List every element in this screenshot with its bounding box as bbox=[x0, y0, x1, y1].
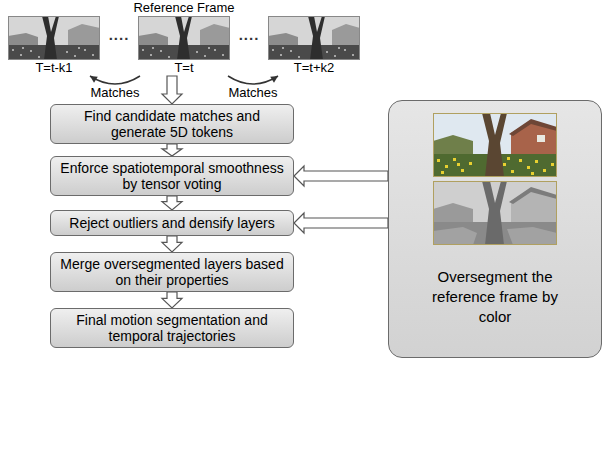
flow-arrow bbox=[162, 76, 182, 104]
frame-border bbox=[9, 17, 100, 60]
edge-label: Matches bbox=[89, 86, 140, 100]
reference-frame: Reference Frame T=t bbox=[120, 0, 248, 76]
hollow-arrow bbox=[162, 236, 182, 252]
frame-border bbox=[139, 17, 230, 60]
frame-heading: Reference Frame bbox=[120, 0, 248, 16]
edge-label: Matches bbox=[227, 86, 278, 100]
box-text-group: Merge oversegmented layers based on thei… bbox=[57, 256, 287, 288]
box-text: Reject outliers and densify layers bbox=[69, 215, 274, 231]
box-text-group: Final motion segmentation and temporal t… bbox=[57, 312, 287, 344]
bush-segment bbox=[433, 203, 473, 223]
ellipsis-dots: .... bbox=[101, 26, 137, 43]
hollow-arrow bbox=[294, 213, 388, 233]
bushes bbox=[138, 33, 168, 46]
frame-time: T=t bbox=[120, 60, 248, 76]
bushes bbox=[268, 33, 298, 46]
flow-arrow bbox=[162, 292, 182, 308]
color-frame bbox=[433, 113, 557, 177]
box-text: Find candidate matches and generate 5D t… bbox=[57, 108, 287, 140]
frame-time: T=t+k2 bbox=[268, 60, 360, 76]
house bbox=[68, 24, 100, 46]
sky-segment bbox=[433, 181, 557, 245]
match-curve bbox=[228, 76, 278, 84]
sky bbox=[433, 113, 557, 177]
hollow-arrow bbox=[162, 144, 182, 156]
tree-trunk bbox=[175, 16, 192, 60]
box-text: Enforce spatiotemporal smoothness by ten… bbox=[57, 160, 287, 192]
video-frame: T=t-k1 bbox=[8, 16, 100, 76]
side-panel: Oversegment the reference frame by color bbox=[388, 100, 602, 358]
process-box: Enforce spatiotemporal smoothness by ten… bbox=[50, 156, 294, 196]
roof bbox=[509, 119, 557, 136]
segmentation-frame bbox=[433, 181, 557, 245]
frame-border bbox=[269, 17, 360, 60]
sky bbox=[138, 16, 230, 60]
house bbox=[200, 24, 230, 46]
frame-border bbox=[434, 114, 557, 177]
sky bbox=[8, 16, 100, 60]
hollow-arrow bbox=[294, 166, 388, 186]
window bbox=[537, 135, 545, 142]
process-box: Final motion segmentation and temporal t… bbox=[50, 308, 294, 348]
ellipsis-dots: .... bbox=[231, 26, 267, 43]
match-arrow bbox=[90, 76, 140, 84]
roof-segment bbox=[509, 187, 557, 204]
hollow-arrow bbox=[162, 292, 182, 308]
flow-arrow bbox=[162, 196, 182, 210]
box-text-group: Enforce spatiotemporal smoothness by ten… bbox=[57, 160, 287, 192]
hollow-arrow bbox=[162, 196, 182, 210]
video-frame bbox=[8, 16, 100, 60]
process-box: Merge oversegmented layers based on thei… bbox=[50, 252, 294, 292]
box-text: Merge oversegmented layers based on thei… bbox=[57, 256, 287, 288]
video-frame: T=t+k2 bbox=[268, 16, 360, 76]
arrow-head bbox=[270, 76, 278, 83]
bushes bbox=[8, 33, 38, 46]
tree-trunk bbox=[308, 16, 325, 60]
frame-time: T=t-k1 bbox=[8, 60, 100, 76]
process-box: Reject outliers and densify layers bbox=[50, 210, 294, 236]
frame-border bbox=[434, 182, 557, 245]
flow-arrow bbox=[294, 213, 388, 233]
tree-trunk bbox=[482, 113, 507, 177]
sky bbox=[268, 16, 360, 60]
flow-arrow bbox=[294, 166, 388, 186]
arrow-head bbox=[90, 76, 98, 83]
flow-arrow bbox=[162, 144, 182, 156]
process-box: Find candidate matches and generate 5D t… bbox=[50, 104, 294, 144]
video-frame bbox=[138, 16, 230, 60]
hollow-arrow bbox=[162, 76, 182, 104]
box-text-group: Find candidate matches and generate 5D t… bbox=[57, 108, 287, 140]
bushes bbox=[433, 135, 473, 155]
house bbox=[332, 24, 360, 46]
match-arrow bbox=[228, 76, 278, 84]
match-curve bbox=[90, 76, 140, 84]
box-text: Final motion segmentation and temporal t… bbox=[57, 312, 287, 344]
panel-text: Oversegment the reference frame by color bbox=[420, 267, 570, 327]
video-frame bbox=[268, 16, 360, 60]
trunk-segment bbox=[482, 181, 507, 245]
flow-arrow bbox=[162, 236, 182, 252]
tree-trunk bbox=[42, 16, 59, 60]
box-text-group: Reject outliers and densify layers bbox=[69, 215, 274, 231]
